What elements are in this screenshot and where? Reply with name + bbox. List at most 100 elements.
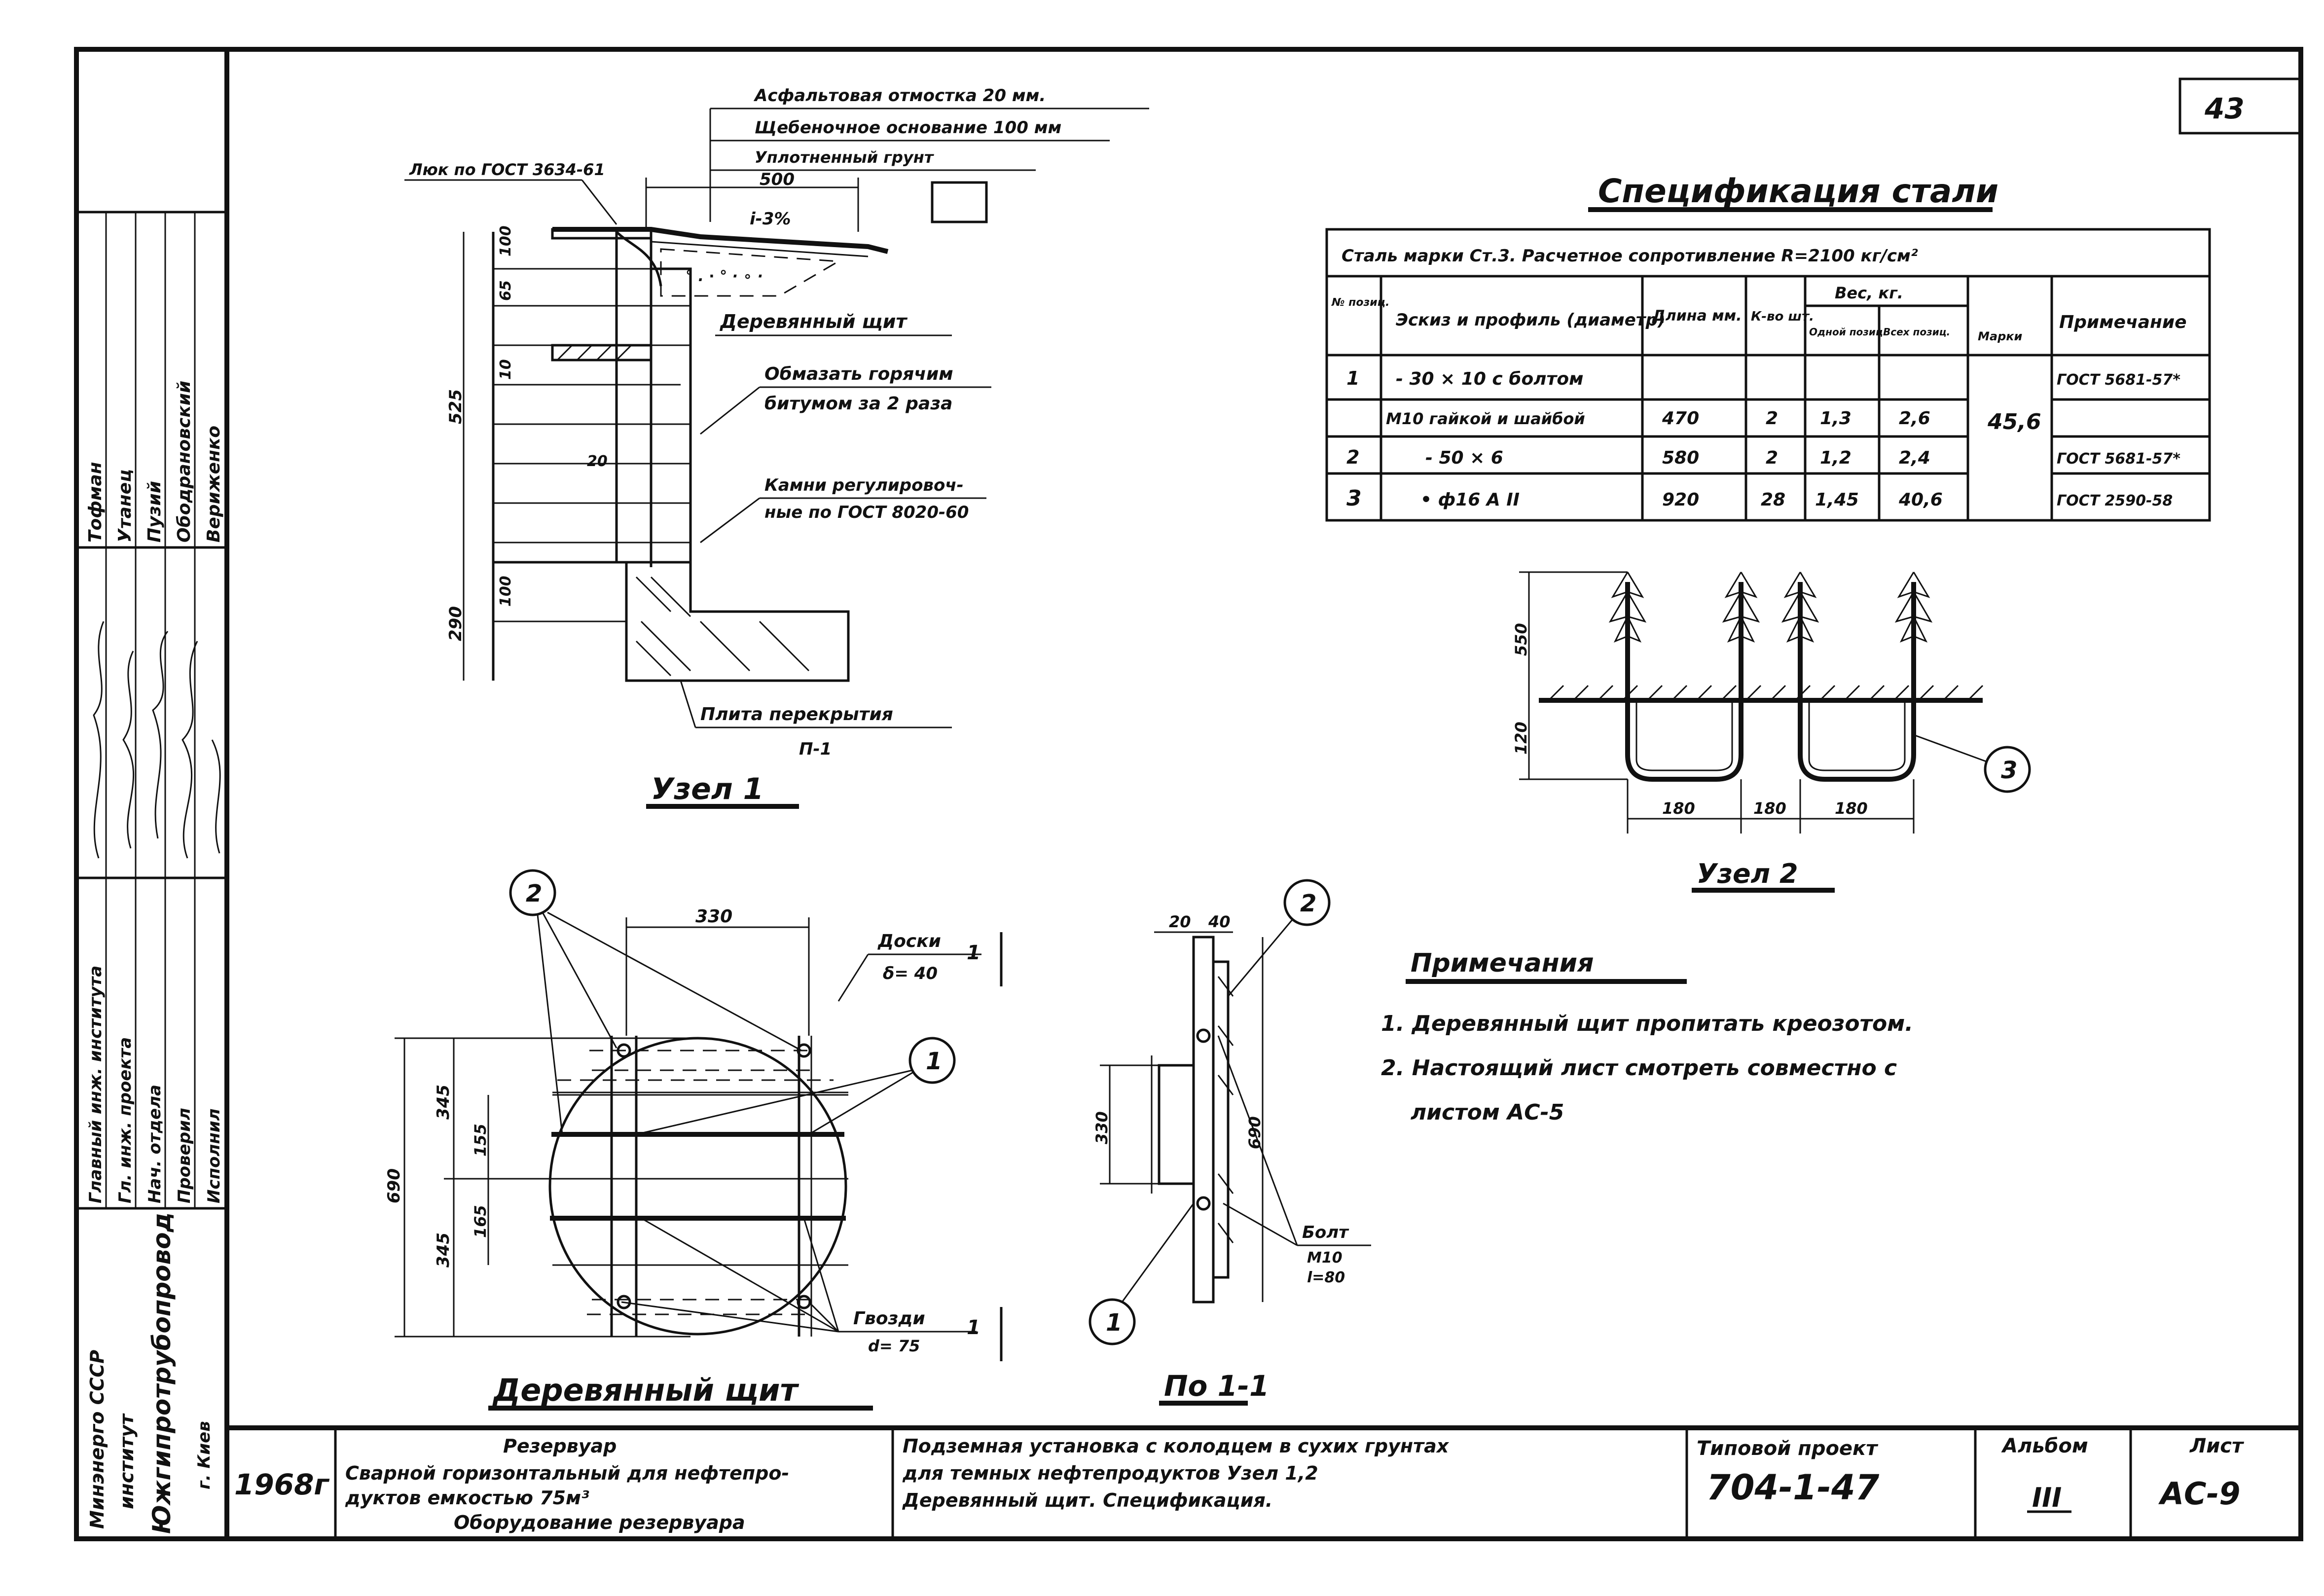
tb-project-label: Типовой проект: [1697, 1437, 1879, 1460]
node1-slope: i-3%: [750, 209, 791, 229]
section-title: По 1-1: [1164, 1369, 1269, 1403]
shield-dim-155: 155: [471, 1124, 490, 1157]
spec-r3-length: 580: [1662, 448, 1699, 468]
spec-col-sketch: Эскиз и профиль (диаметр): [1396, 310, 1665, 330]
node1-slab: Плита перекрытия: [700, 704, 893, 725]
section-callout-1: 1: [1106, 1309, 1122, 1337]
node1-label-asphalt: Асфальтовая отмостка 20 мм.: [753, 86, 1046, 106]
section-bolt-size: M10: [1307, 1249, 1343, 1267]
shield-title: Деревянный щит: [492, 1372, 799, 1408]
spec-col-mark: Марки: [1978, 329, 2023, 343]
tb-object-3: дуктов емкостью 75м³: [345, 1487, 589, 1509]
signature-1: [93, 621, 105, 859]
tb-sheet-label: Лист: [2189, 1435, 2245, 1457]
section-bolt: Болт: [1302, 1223, 1349, 1242]
node1-bitumen-2: битумом за 2 раза: [764, 394, 952, 414]
org-line-1: Минэнерго СССР: [86, 1350, 108, 1529]
name-4: Ободрановский: [174, 381, 194, 543]
shield-nails: Гвозди: [853, 1308, 925, 1329]
spec-header-note: Сталь марки Ст.3. Расчетное сопротивлени…: [1342, 246, 1918, 266]
role-3: Нач. отдела: [145, 1085, 165, 1203]
node1-wooden-shield: Деревянный щит: [720, 311, 908, 332]
node1-label-soil: Уплотненный грунт: [755, 148, 935, 167]
node2-dim-180a: 180: [1662, 799, 1695, 818]
node1-dim-525: 525: [446, 389, 466, 424]
spec-r2-profile: M10 гайкой и шайбой: [1386, 409, 1585, 428]
note-1: 1. Деревянный щит пропитать креозотом.: [1381, 1011, 1913, 1036]
spec-r2-qty: 2: [1766, 408, 1778, 429]
tb-object-1: Резервуар: [503, 1435, 617, 1457]
node2-dim-180b: 180: [1753, 799, 1786, 818]
signature-3: [152, 631, 169, 839]
node1-dim-290: 290: [446, 606, 466, 641]
node2-callout: 3: [2001, 757, 2017, 784]
note-3: листом АС-5: [1411, 1100, 1564, 1125]
manhole-box: [931, 181, 988, 223]
spec-r4-profile: • ф16 А II: [1420, 490, 1520, 510]
shield-circle: [548, 1037, 847, 1336]
role-1: Главный инж. института: [86, 966, 106, 1203]
shield-boards-thk: δ= 40: [883, 964, 938, 983]
shield-section-mark-top: 1: [967, 942, 980, 964]
tb-desc-2: для темных нефтепродуктов Узел 1,2: [902, 1462, 1318, 1484]
spec-r3-pos: 2: [1346, 446, 1359, 468]
role-2: Гл. инж. проекта: [115, 1037, 135, 1203]
shield-dim-690: 690: [384, 1168, 404, 1203]
role-5: Исполнил: [204, 1108, 224, 1203]
section-dim-20: 20: [1169, 912, 1191, 931]
shield-dim-165: 165: [471, 1205, 490, 1238]
role-4: Проверил: [175, 1108, 194, 1203]
signature-4: [182, 641, 198, 859]
shield-boards: Доски: [877, 931, 941, 951]
spec-col-length: Длина мм.: [1652, 307, 1742, 325]
tb-object-2: Сварной горизонтальный для нефтепро-: [345, 1462, 789, 1484]
spec-r3-note: ГОСТ 5681-57*: [2057, 450, 2180, 468]
spec-mark-total: 45,6: [1987, 409, 2041, 435]
signature-2: [122, 651, 135, 849]
shield-nails-len: d= 75: [868, 1337, 920, 1355]
spec-r4-note: ГОСТ 2590-58: [2057, 492, 2173, 509]
spec-title: Спецификация стали: [1598, 172, 1998, 210]
spec-r2-length: 470: [1662, 408, 1699, 429]
shield-drawing: 330 690 345 345 155 165 2 1 Доски δ= 40 …: [384, 869, 1003, 1411]
node2-dim-180c: 180: [1835, 799, 1868, 818]
org-line-3: Южгипротрубопровод: [147, 1212, 176, 1534]
shield-callout-2: 2: [526, 880, 542, 907]
spec-r2-all: 2,6: [1899, 408, 1930, 429]
spec-r3-profile: - 50 × 6: [1425, 448, 1503, 468]
shield-section-mark-bottom: 1: [967, 1316, 980, 1339]
title-block: 1968г Резервуар Сварной горизонтальный д…: [227, 1425, 2301, 1539]
spec-col-weight: Вес, кг.: [1835, 284, 1903, 302]
spec-r4-pos: 3: [1346, 486, 1362, 511]
tb-object-4: Оборудование резервуара: [454, 1512, 745, 1533]
name-2: Утанец: [115, 469, 135, 543]
notes-title: Примечания: [1411, 948, 1594, 978]
shield-callout-1: 1: [926, 1048, 942, 1075]
spec-col-one: Одной позиц.: [1809, 326, 1887, 338]
node1-bitumen-1: Обмазать горячим: [764, 364, 953, 384]
spec-col-all: Всех позиц.: [1883, 326, 1950, 338]
spec-r1-profile: - 30 × 10 с болтом: [1396, 369, 1584, 389]
node2-dim-120: 120: [1512, 722, 1530, 755]
spec-r1-pos: 1: [1346, 367, 1359, 389]
spec-col-qty: К-во шт.: [1751, 309, 1814, 324]
spec-col-pos: № позиц.: [1331, 296, 1389, 309]
spec-r2-one: 1,3: [1820, 408, 1852, 429]
sheet-number: 43: [2204, 92, 2245, 125]
org-line-4: г. Киев: [194, 1421, 214, 1489]
node1-dim-10: 10: [497, 359, 514, 380]
node1-title: Узел 1: [651, 772, 763, 806]
node2-dim-550: 550: [1512, 623, 1530, 656]
node1-stones-1: Камни регулировоч-: [764, 475, 964, 495]
spec-r4-all: 40,6: [1898, 490, 1943, 510]
svg-text:° . ∙ ° · ∘ ·: ° . ∙ ° · ∘ ·: [686, 268, 763, 285]
tb-desc-1: Подземная установка с колодцем в сухих г…: [903, 1435, 1450, 1457]
outer-frame: [74, 47, 2303, 1541]
node1-drawing: Асфальтовая отмостка 20 мм. Щебеночное о…: [404, 86, 1149, 809]
node1-slab-mark: П-1: [799, 739, 832, 759]
node2-title: Узел 2: [1697, 858, 1798, 889]
name-5: Вериженко: [204, 426, 224, 543]
org-line-2: институт: [116, 1413, 138, 1509]
node2-drawing: 550 120 180 180 180 3 Узел 2: [1512, 571, 2031, 893]
